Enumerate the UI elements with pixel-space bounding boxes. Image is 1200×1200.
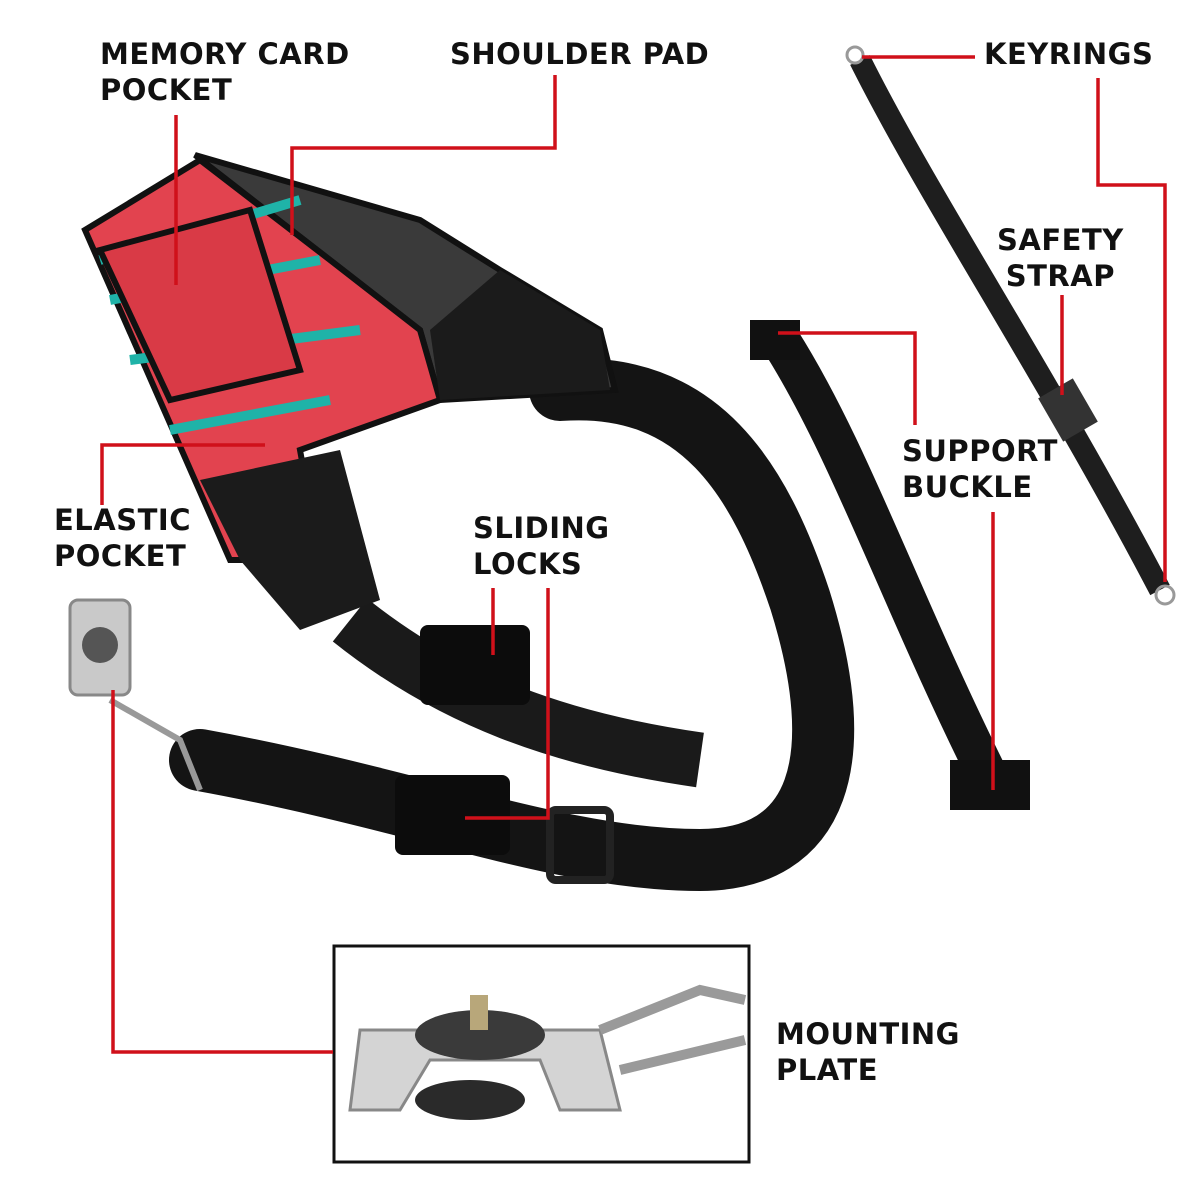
label-line: SLIDING [473, 511, 610, 545]
sliding-lock-1 [420, 625, 530, 705]
label-line: SHOULDER PAD [450, 37, 710, 71]
label-line: POCKET [100, 73, 233, 107]
label-keyrings: KEYRINGS [984, 36, 1153, 72]
leader-elastic-pocket [100, 443, 265, 505]
label-mounting-plate: MOUNTING PLATE [776, 1016, 960, 1088]
label-safety-strap: SAFETY STRAP [997, 222, 1124, 294]
leader-lines [100, 55, 1167, 1054]
leather-top [430, 270, 610, 400]
label-line: MOUNTING [776, 1017, 960, 1051]
label-line: SAFETY [997, 223, 1124, 257]
label-line: ELASTIC [54, 503, 191, 537]
leader-mounting-plate [111, 690, 333, 1054]
label-line: MEMORY CARD [100, 37, 350, 71]
label-line: SUPPORT [902, 434, 1058, 468]
leader-shoulder-pad [290, 75, 557, 235]
leader-support-buckle-top [778, 331, 917, 425]
label-elastic-pocket: ELASTIC POCKET [54, 502, 191, 574]
support-buckle-top [750, 320, 800, 360]
label-line: KEYRINGS [984, 37, 1154, 71]
safety-strap-lock [1038, 378, 1098, 442]
support-buckle-bottom [950, 760, 1030, 810]
safety-strap [850, 55, 1170, 596]
lower-strap [332, 598, 704, 788]
sliding-lock-2 [395, 775, 510, 855]
label-line: STRAP [1005, 259, 1115, 293]
keyring-bottom [1154, 584, 1176, 606]
label-support-buckle: SUPPORT BUCKLE [902, 433, 1058, 505]
label-sliding-locks: SLIDING LOCKS [473, 510, 610, 582]
label-line: PLATE [776, 1053, 879, 1087]
leather-end [200, 450, 380, 630]
slide-buckle [546, 806, 614, 884]
label-line: LOCKS [473, 547, 583, 581]
memory-card-pocket [95, 206, 304, 404]
label-line: BUCKLE [902, 470, 1033, 504]
label-shoulder-pad: SHOULDER PAD [450, 36, 709, 72]
leader-sliding-lock-2 [465, 588, 550, 820]
mounting-plate-inset [348, 1028, 622, 1112]
leader-keyrings-bottom [1096, 78, 1167, 582]
label-memory-card-pocket: MEMORY CARD POCKET [100, 36, 350, 108]
label-line: POCKET [54, 539, 187, 573]
carabiner [108, 697, 203, 792]
support-strap [763, 329, 1008, 789]
keyring-top [845, 45, 865, 65]
